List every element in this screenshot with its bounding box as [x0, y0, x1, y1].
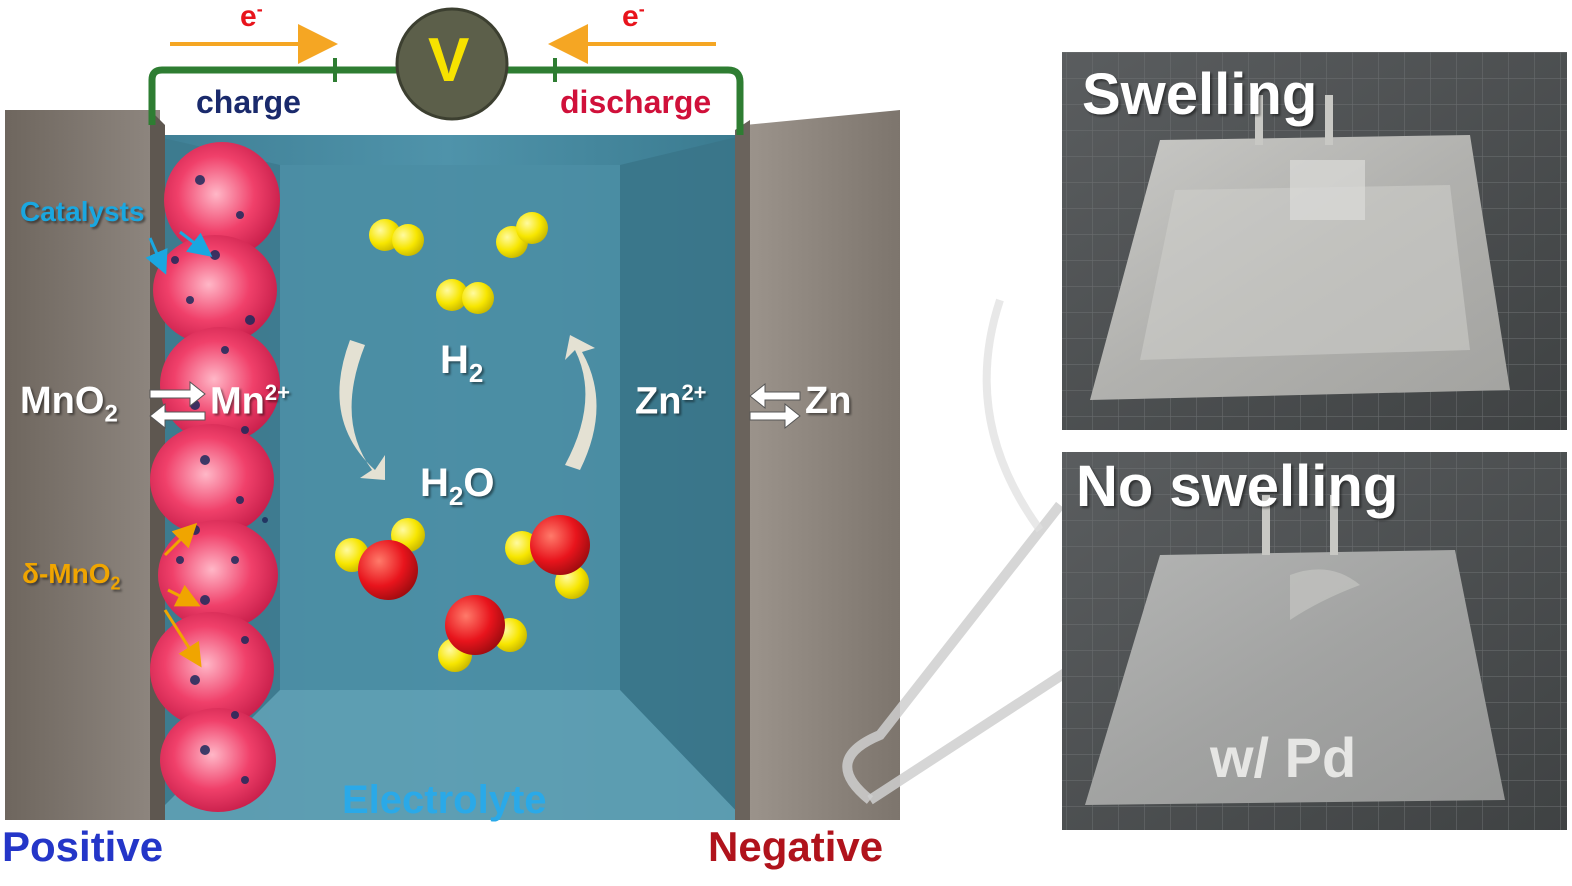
photo-no-swelling	[1062, 452, 1567, 830]
zn-label: Zn	[805, 380, 852, 422]
curved-arrow-left	[339, 340, 385, 480]
delta-mno2-pointers	[163, 522, 202, 668]
zn-ion-label: Zn2+	[635, 380, 707, 423]
catalyst-pointers	[145, 230, 213, 275]
swelling-label: Swelling	[1082, 62, 1318, 127]
negative-electrode	[735, 110, 900, 820]
electrolyte-label: Electrolyte	[342, 778, 547, 822]
h2o-label: H2O	[420, 461, 495, 511]
electron-label-left: e-	[240, 0, 263, 33]
no-swelling-label: No swelling	[1076, 454, 1399, 519]
mn-ion-label: Mn2+	[210, 380, 290, 423]
negative-label: Negative	[708, 823, 884, 870]
callout-lines	[842, 298, 1088, 805]
delta-mno2-label: δ-MnO2	[22, 558, 121, 594]
photo-swelling	[1062, 52, 1567, 430]
discharge-label: discharge	[560, 84, 712, 120]
charge-label: charge	[196, 84, 301, 120]
mno2-equilibrium-arrows	[149, 380, 206, 430]
h2-molecules	[369, 212, 548, 314]
h2o-molecules	[335, 515, 590, 672]
positive-label: Positive	[2, 823, 164, 870]
curved-arrow-right	[565, 335, 597, 470]
pd-note-label: w/ Pd	[1210, 726, 1357, 789]
voltmeter-label: V	[428, 26, 470, 95]
mno2-label: MnO2	[20, 380, 118, 428]
electron-label-right: e-	[622, 0, 645, 33]
voltmeter	[395, 7, 509, 121]
catalysts-label: Catalysts	[20, 196, 145, 227]
zn-equilibrium-arrows	[749, 382, 801, 430]
h2-label: H2	[440, 338, 484, 388]
